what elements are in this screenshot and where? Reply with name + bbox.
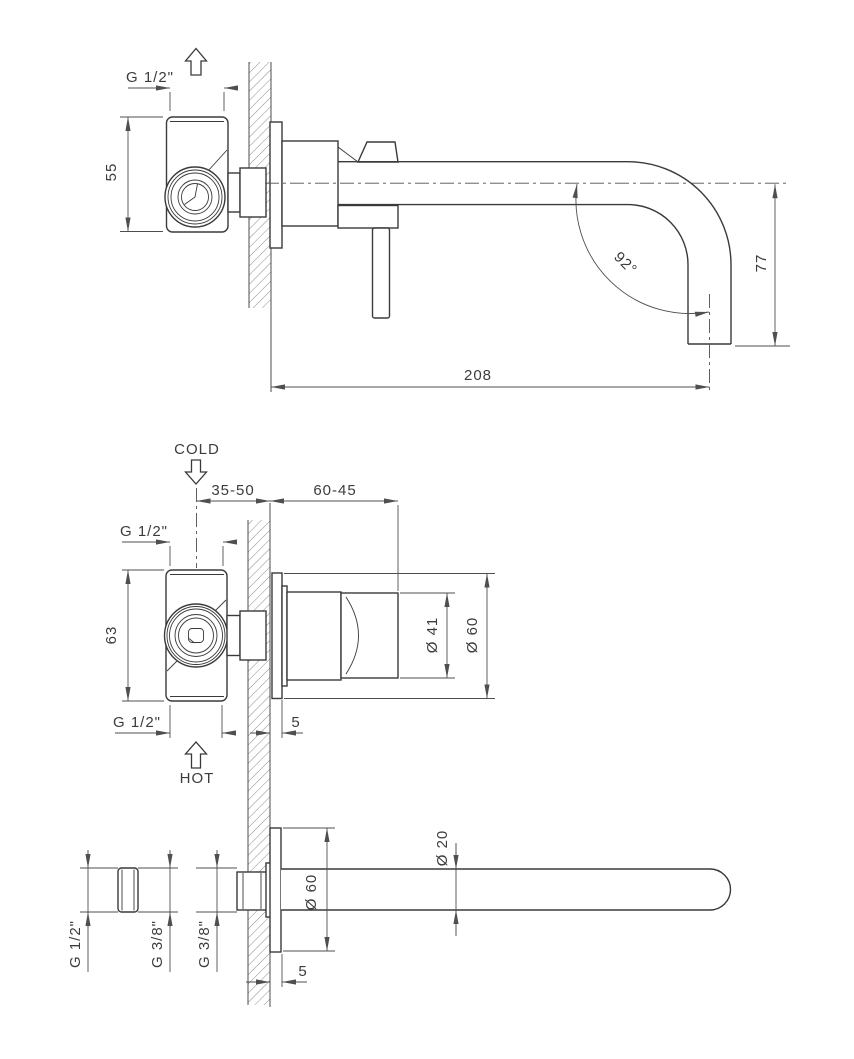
dim-label: 63 (103, 626, 120, 645)
lever-tip (356, 141, 399, 163)
dim-label: G 1/2" (67, 920, 84, 968)
dim-label: 208 (464, 367, 492, 384)
handle-knob (340, 592, 399, 679)
dim-inlet-thread-side: G 1/2" (126, 69, 238, 111)
lever-rod (371, 227, 391, 319)
dim-spout-reach: 208 (271, 367, 710, 390)
dim-label: G 3/8" (149, 920, 166, 968)
dim-label: 60-45 (313, 482, 356, 499)
side-elevation-view: G 1/2" 55 92° 77 208 (103, 47, 790, 392)
dim-adapter-thread-in: G 1/2" (67, 850, 91, 972)
dim-embed-depth: 35-50 (196, 482, 270, 504)
dim-label: G 1/2" (120, 523, 168, 540)
dim-label: G 1/2" (126, 69, 174, 86)
dim-plate-thickness-plan: 5 (250, 700, 303, 738)
wall-plate-plan (271, 572, 283, 700)
handle-assembly-plan (281, 585, 399, 687)
dim-spout-angle: 92° (572, 183, 710, 317)
dim-inlet-thread-top-plan: G 1/2" (120, 523, 237, 566)
valve-body-plan (163, 569, 267, 702)
dim-plate-diameter-plan: Ø 60 (284, 573, 495, 699)
dim-body-height-side: 55 (103, 116, 163, 232)
dim-label: 55 (103, 163, 120, 182)
valve-body-side (164, 116, 267, 233)
cold-arrow-icon (184, 459, 208, 485)
dim-handle-diameter: Ø 41 (400, 592, 455, 679)
wall-section-plan (247, 503, 271, 1007)
dim-label: Ø 60 (303, 874, 320, 911)
dim-label: 92° (610, 249, 640, 279)
dim-inlet-thread-bottom-plan: G 1/2" (113, 705, 236, 738)
dim-label: 77 (753, 254, 770, 273)
hot-inlet-label: HOT (180, 770, 215, 787)
dim-label: G 3/8" (196, 920, 213, 968)
dim-label: 5 (291, 714, 300, 731)
dim-label: Ø 41 (424, 617, 441, 654)
adapter-fitting (117, 867, 139, 913)
cartridge-circles-side (164, 166, 226, 228)
spout-view-extension-lines (80, 867, 237, 913)
wall-plate-spout (269, 827, 282, 953)
dim-spout-drop: 77 (735, 184, 790, 347)
dim-label: 5 (298, 963, 307, 980)
hot-arrow-icon (184, 741, 208, 769)
spout-detail-view: G 1/2" G 3/8" G 3/8" (67, 827, 732, 987)
spout-tube-side (338, 161, 732, 345)
spout-tube-plan (281, 868, 732, 911)
dim-plate-thickness-spout: 5 (246, 954, 307, 987)
dim-adapter-thread-out: G 3/8" (149, 850, 173, 972)
dim-spout-thread: G 3/8" (196, 850, 220, 972)
cold-inlet-label: COLD (174, 441, 220, 458)
dim-label: G 1/2" (113, 714, 161, 731)
dim-body-height-plan: 63 (103, 569, 164, 702)
wall-plate-side (269, 121, 283, 249)
wall-section (248, 62, 272, 392)
cartridge-circles-plan (163, 603, 229, 668)
dim-label: Ø 20 (434, 830, 451, 867)
spout-nipple (236, 862, 272, 918)
up-arrow-icon (184, 47, 208, 76)
dim-plate-diameter-spout: Ø 60 (283, 827, 335, 952)
spout-base-and-lever (281, 140, 399, 319)
dim-protrusion: 60-45 (270, 482, 399, 591)
dim-tube-diameter: Ø 20 (434, 830, 459, 936)
dim-label: 35-50 (211, 482, 254, 499)
dim-label: Ø 60 (464, 617, 481, 654)
